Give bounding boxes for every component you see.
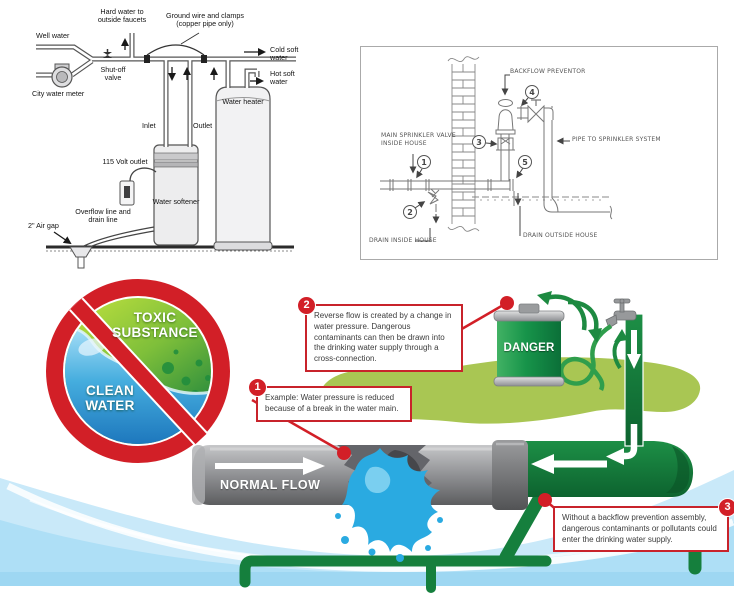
label-water-heater: Water heater — [222, 97, 264, 106]
sprinkler-diagram-art: 1 2 3 4 5 — [360, 46, 718, 260]
air-gap-funnel — [69, 246, 93, 269]
danger-label: DANGER — [503, 342, 555, 354]
callout-2-text: Reverse flow is created by a change in w… — [314, 311, 452, 364]
infographic-art — [0, 279, 734, 600]
label-overflow: Overflow line and drain line — [75, 207, 131, 225]
big-green-pipe — [516, 441, 694, 497]
marker-5: 5 — [522, 158, 528, 167]
contaminant-flow-arrows — [537, 291, 602, 343]
backflow-up-arrow — [612, 329, 628, 370]
pipes-core — [36, 33, 296, 147]
marker-1: 1 — [421, 158, 427, 167]
label-well-water: Well water — [36, 31, 70, 40]
softener-diagram-art — [36, 32, 296, 269]
callout-1-number: 1 — [248, 378, 267, 397]
callout-3: 3 Without a backflow prevention assembly… — [553, 498, 734, 553]
garden-hose — [558, 324, 613, 392]
label-air-gap: 2" Air gap — [28, 221, 59, 230]
sprinkler-backflow-diagram: 1 2 3 4 5 BACKFLOW PREVENTOR MAIN SPRINK… — [360, 46, 718, 260]
marker-4: 4 — [529, 88, 535, 97]
callout-3-text: Without a backflow prevention assembly, … — [562, 513, 717, 544]
reverse-flow-arrows-white — [531, 330, 641, 474]
label-city-meter: City water meter — [32, 89, 85, 98]
water-main-pipe — [192, 440, 528, 562]
city-water-meter — [51, 63, 73, 88]
label-hot-soft: Hot soft water — [270, 69, 295, 87]
callout-1-text: Example: Water pressure is reduced becau… — [265, 393, 399, 413]
label-backflow-preventor: BACKFLOW PREVENTOR — [510, 68, 586, 75]
normal-flow-label: NORMAL FLOW — [220, 478, 321, 492]
label-inlet: Inlet — [142, 121, 156, 130]
label-drain-outside: DRAIN OUTSIDE HOUSE — [523, 232, 598, 239]
diagram-border — [360, 46, 718, 260]
label-volt-outlet: 115 Volt outlet — [102, 157, 148, 166]
water-heater-tank — [213, 86, 273, 251]
volt-outlet-device — [119, 167, 157, 206]
pipe-coupling — [492, 440, 528, 510]
marker-2: 2 — [407, 208, 413, 217]
label-water-softener: Water softener — [152, 197, 200, 206]
sprinkler-pipes — [380, 106, 613, 220]
backflow-preventer-device — [495, 99, 516, 151]
ground-wire-and-clamps — [144, 32, 207, 63]
water-softener-diagram: Hard water to outside faucets Ground wir… — [0, 0, 345, 270]
faucet — [605, 298, 637, 329]
label-main-sprinkler-valve: MAIN SPRINKLER VALVE INSIDE HOUSE — [381, 132, 456, 148]
numbered-markers: 1 2 3 4 5 — [403, 85, 539, 219]
ground-line-outside — [472, 196, 610, 201]
label-shut-off: Shut-off valve — [100, 65, 126, 83]
label-ground-wire: Ground wire and clamps (copper pipe only… — [166, 11, 244, 29]
water-waves — [0, 470, 734, 600]
label-drain-inside: DRAIN INSIDE HOUSE — [369, 237, 437, 244]
callout-2-number: 2 — [297, 296, 316, 315]
prohibition-slash — [70, 298, 207, 445]
label-hard-water: Hard water to outside faucets — [97, 7, 147, 25]
ball-valve — [527, 99, 554, 124]
flow-arrows — [53, 38, 266, 245]
water-splash — [335, 448, 443, 562]
backflow-infographic: TOXIC SUBSTANCE CLEAN WATER DANGER NORMA… — [0, 278, 734, 600]
toxic-substance-label: TOXIC SUBSTANCE — [112, 310, 198, 340]
clean-water-label: CLEAN WATER — [85, 383, 135, 413]
callout-1: 1 Example: Water pressure is reduced bec… — [248, 378, 412, 422]
callout-3-number: 3 — [718, 498, 734, 517]
label-pipe-to-sprinkler: PIPE TO SPRINKLER SYSTEM — [572, 136, 661, 143]
water-softener-tank — [153, 144, 199, 246]
label-outlet: Outlet — [193, 121, 213, 130]
inside-drain-valve — [427, 188, 440, 212]
label-cold-soft: Cold soft water — [270, 45, 299, 63]
shut-off-valve — [103, 49, 112, 58]
drawing-arrows — [409, 74, 570, 242]
danger-barrel — [493, 303, 565, 387]
callout-2: 2 Reverse flow is created by a change in… — [297, 296, 463, 372]
grass-blob — [319, 357, 701, 424]
prohibition-sign — [46, 279, 230, 463]
marker-3: 3 — [476, 138, 482, 147]
